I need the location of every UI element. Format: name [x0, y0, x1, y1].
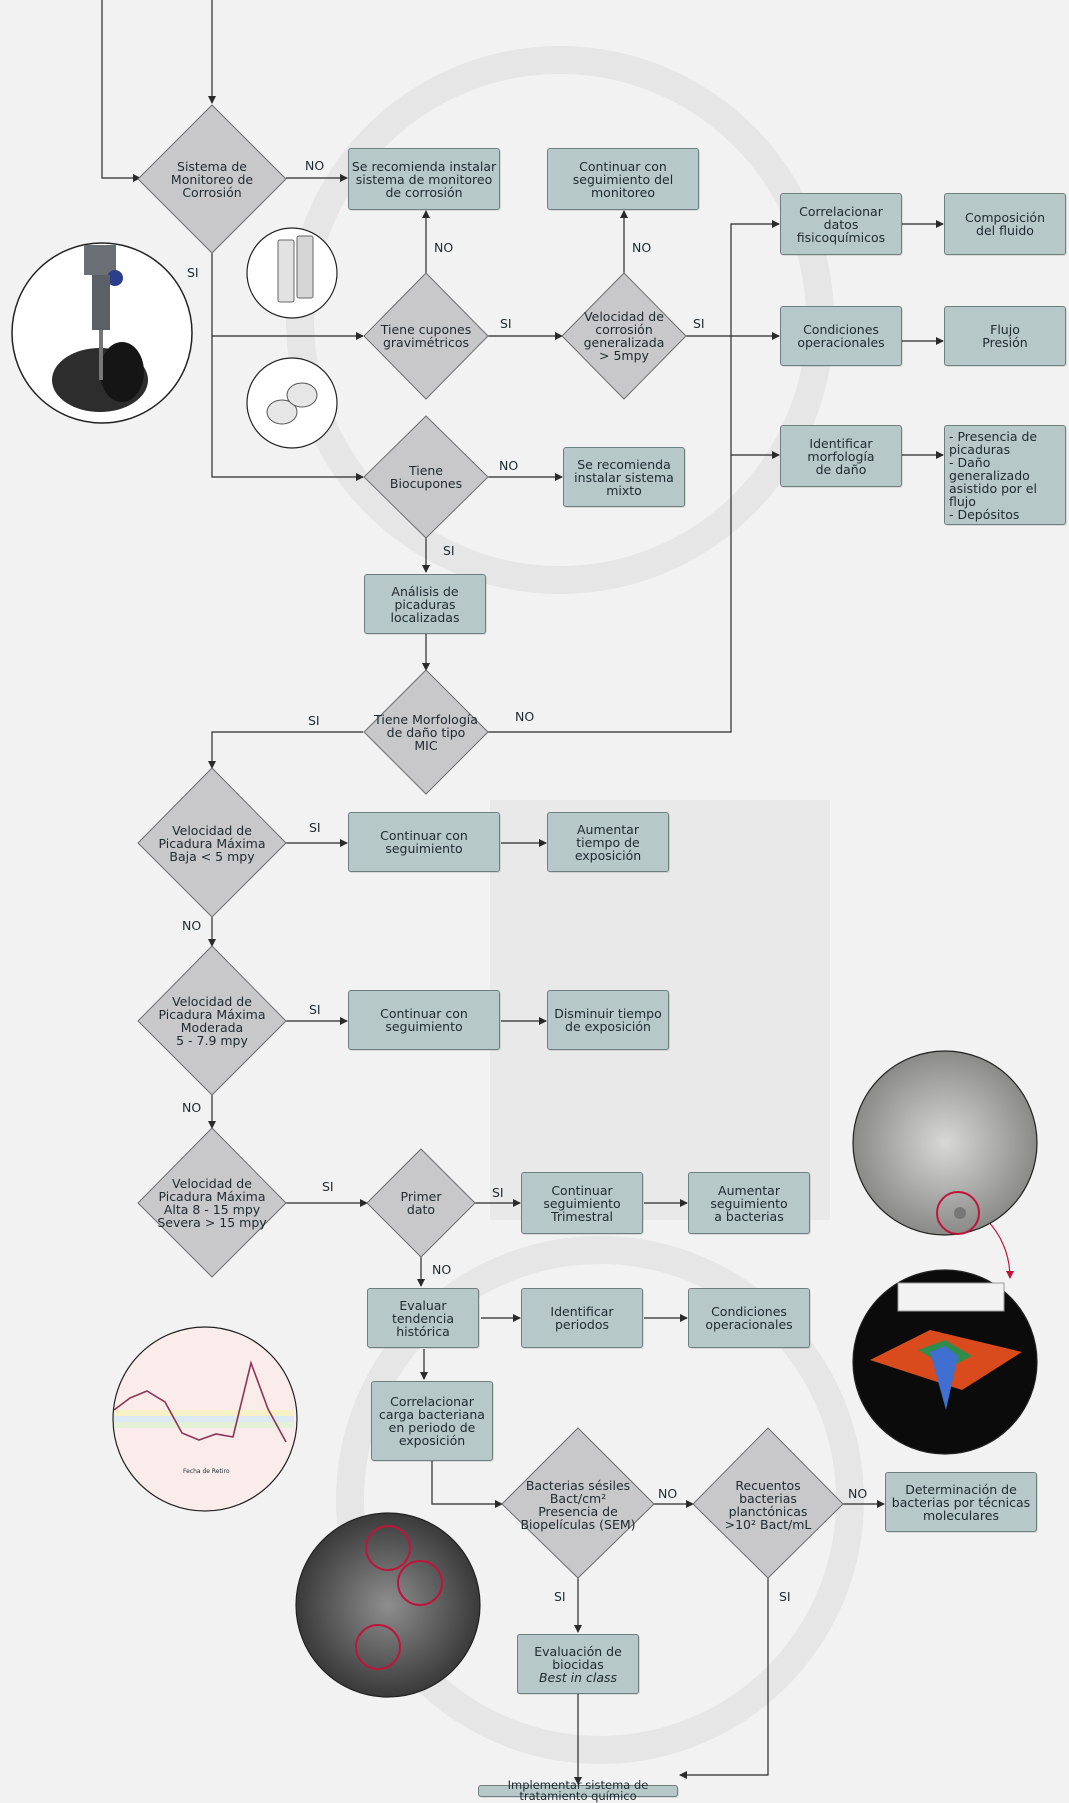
edge-label-si: SI [187, 265, 199, 280]
diamond-velocidad-corrosion [561, 272, 687, 400]
box-correlacionar-carga: Correlacionar carga bacteriana en period… [371, 1381, 493, 1461]
box-evaluar-tendencia: Evaluar tendencia histórica [367, 1288, 479, 1348]
edge-label-si: SI [322, 1179, 334, 1194]
box-condiciones-operacionales-1: Condiciones operacionales [780, 306, 902, 366]
edge-label-no: NO [182, 1100, 202, 1115]
decision-biocupones: Tiene Biocupones [389, 463, 463, 491]
diamond-vel-moderada [137, 945, 287, 1096]
edge-label-si: SI [500, 316, 512, 331]
diamond-bacterias-sesiles [501, 1427, 655, 1579]
decision-velocidad-moderada: Velocidad de Picadura Máxima Moderada 5 … [158, 994, 266, 1048]
edge-label-si: SI [554, 1589, 566, 1604]
edge-label-no: NO [434, 240, 454, 255]
edge-label-no: NO [848, 1486, 868, 1501]
diamond-vel-baja [137, 767, 287, 918]
box-aumentar-bacterias: Aumentar seguimiento a bacterias [688, 1172, 810, 1234]
edge-label-si: SI [309, 1002, 321, 1017]
edge-label-no: NO [305, 158, 325, 173]
edge-label-no: NO [499, 458, 519, 473]
decision-cupones: Tiene cupones gravimétricos [380, 322, 472, 350]
box-disminuir-tiempo: Disminuir tiempo de exposición [547, 990, 669, 1050]
box-continuar-seguimiento-1: Continuar con seguimiento [348, 812, 500, 872]
box-instalar-sistema-mixto: Se recomienda instalar sistema mixto [563, 447, 685, 507]
edge-label-no: NO [632, 240, 652, 255]
decision-recuentos-planctonicas: Recuentos bacterias planctónicas >10² Ba… [724, 1478, 812, 1532]
diamond-morfologia-mic [363, 669, 489, 795]
evaluacion-line-3: Best in class [538, 1669, 618, 1685]
box-aumentar-tiempo: Aumentar tiempo de exposición [547, 812, 669, 872]
box-determinacion-bacterias: Determinación de bacterias por técnicas … [885, 1472, 1037, 1532]
petri-dish-illustration [852, 1050, 1038, 1236]
box-composicion-fluido: Composición del fluido [944, 193, 1066, 255]
decision-velocidad-corrosion: Velocidad de corrosión generalizada > 5m… [583, 309, 665, 363]
edge-label-no: NO [658, 1486, 678, 1501]
box-evaluacion-biocidas: Evaluación de biocidas Best in class [517, 1634, 639, 1694]
diamond-cupones [363, 272, 489, 400]
box-continuar-monitoreo: Continuar con seguimiento del monitoreo [547, 148, 699, 210]
evaluacion-line-1: Evaluación de [534, 1643, 622, 1659]
box-presencia-picaduras: - Presencia de picaduras - Daño generali… [944, 425, 1066, 525]
diamond-biocupones [363, 415, 489, 539]
edge-label-si: SI [779, 1589, 791, 1604]
box-implementar-tratamiento: Implementar sistema de tratamiento quími… [478, 1779, 678, 1802]
decision-sistema-monitoreo: Sistema de Monitoreo de Corrosión [170, 158, 254, 200]
decision-shapes [137, 104, 844, 1579]
edge-label-no: NO [515, 709, 535, 724]
box-flujo-presion: Flujo Presión [944, 306, 1066, 366]
trend-chart-illustration [112, 1326, 298, 1512]
decision-morfologia-mic: Tiene Morfología de daño tipo MIC [374, 711, 478, 753]
box-analisis-picaduras: Análisis de picaduras localizadas [364, 574, 486, 634]
decision-bacterias-sesiles: Bacterias sésiles Bact/cm² Presencia de … [520, 1478, 636, 1532]
box-correlacionar-datos: Correlacionar datos fisicoquímicos [780, 193, 902, 255]
probe-illustration [11, 242, 193, 424]
box-identificar-periodos: Identificar periodos [521, 1288, 643, 1348]
trend-chart-xlabel: Fecha de Retiro [183, 1468, 230, 1475]
surface-scan-illustration [852, 1269, 1038, 1455]
biocoupons-illustration [246, 357, 338, 449]
diamond-sistema [137, 104, 287, 254]
edge-label-no: NO [432, 1262, 452, 1277]
decision-velocidad-alta: Velocidad de Picadura Máxima Alta 8 - 15… [157, 1176, 267, 1230]
evaluacion-line-2: biocidas [552, 1656, 604, 1672]
coupons-illustration [246, 227, 338, 319]
box-condiciones-operacionales-2: Condiciones operacionales [688, 1288, 810, 1348]
edge-label-si: SI [492, 1185, 504, 1200]
box-continuar-seguimiento-2: Continuar con seguimiento [348, 990, 500, 1050]
decision-velocidad-baja: Velocidad de Picadura Máxima Baja < 5 mp… [158, 822, 266, 864]
box-identificar-morfologia: Identificar morfología de daño [780, 425, 902, 487]
box-instalar-monitoreo: Se recomienda instalar sistema de monito… [348, 148, 500, 210]
decision-primer-dato: Primer dato [400, 1189, 442, 1217]
sem-image-illustration [295, 1512, 481, 1698]
edge-label-no: NO [182, 918, 202, 933]
box-continuar-trimestral: Continuar seguimiento Trimestral [521, 1172, 643, 1234]
edge-label-si: SI [443, 543, 455, 558]
diamond-vel-alta [137, 1127, 287, 1278]
diamond-primer-dato [366, 1148, 476, 1258]
edge-label-si: SI [693, 316, 705, 331]
diamond-recuentos [692, 1427, 844, 1579]
edge-label-si: SI [308, 713, 320, 728]
edge-label-si: SI [309, 820, 321, 835]
